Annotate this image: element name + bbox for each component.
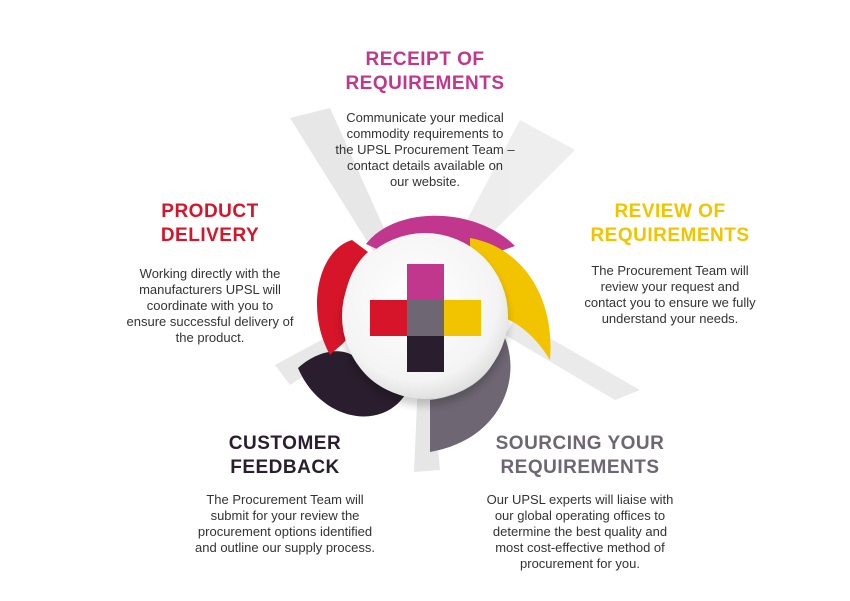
petal-yellow: [470, 238, 551, 360]
step-sourcing: SOURCING YOUR REQUIREMENTS Our UPSL expe…: [455, 432, 705, 572]
receipt-description: Communicate your medical commodity requi…: [335, 110, 515, 189]
review-title: REVIEW OF REQUIREMENTS: [590, 201, 750, 246]
sourcing-title: SOURCING YOUR REQUIREMENTS: [495, 433, 665, 478]
delivery-description: Working directly with the manufacturers …: [126, 266, 294, 345]
cross-center: [407, 300, 444, 336]
review-description: The Procurement Team will review your re…: [584, 263, 756, 326]
beam-top-left: [290, 108, 396, 262]
petal-red: [316, 240, 368, 355]
petal-gray: [430, 338, 511, 452]
cross-top: [407, 264, 444, 300]
step-feedback: CUSTOMER FEEDBACK The Procurement Team w…: [160, 432, 410, 556]
cross-logo: [370, 264, 481, 372]
delivery-title: PRODUCT DELIVERY: [160, 201, 260, 246]
cross-right: [444, 300, 481, 336]
feedback-description: The Procurement Team will submit for you…: [195, 492, 375, 555]
cross-left: [370, 300, 407, 336]
step-delivery: PRODUCT DELIVERY Working directly with t…: [95, 200, 325, 346]
feedback-title: CUSTOMER FEEDBACK: [228, 433, 342, 478]
step-receipt: RECEIPT OF REQUIREMENTS Communicate your…: [285, 48, 565, 190]
petal-dark: [298, 351, 405, 417]
cross-bottom: [407, 336, 444, 372]
step-review: REVIEW OF REQUIREMENTS The Procurement T…: [550, 200, 790, 327]
beam-top-right: [452, 120, 575, 255]
sourcing-description: Our UPSL experts will liaise with our gl…: [486, 492, 674, 571]
receipt-title: RECEIPT OF REQUIREMENTS: [345, 49, 505, 94]
